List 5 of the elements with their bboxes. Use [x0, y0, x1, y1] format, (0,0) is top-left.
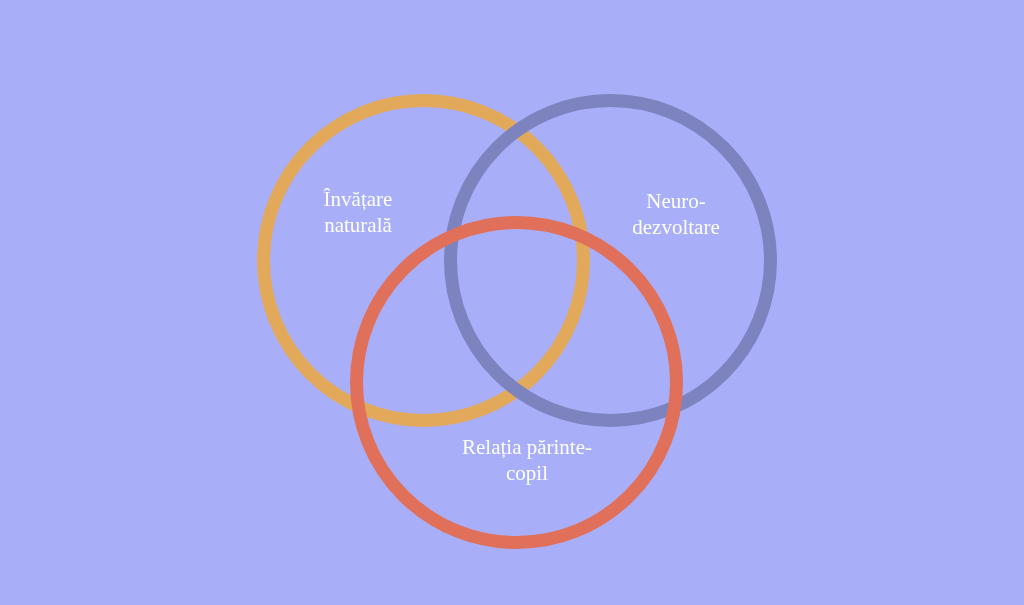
- venn-circle: [443, 93, 777, 427]
- venn-circle: [256, 93, 590, 427]
- circle-label: Relația părinte-copil: [461, 434, 593, 486]
- circle-label: Neuro- dezvoltare: [631, 188, 721, 240]
- circle-label: Învățare naturală: [322, 186, 394, 238]
